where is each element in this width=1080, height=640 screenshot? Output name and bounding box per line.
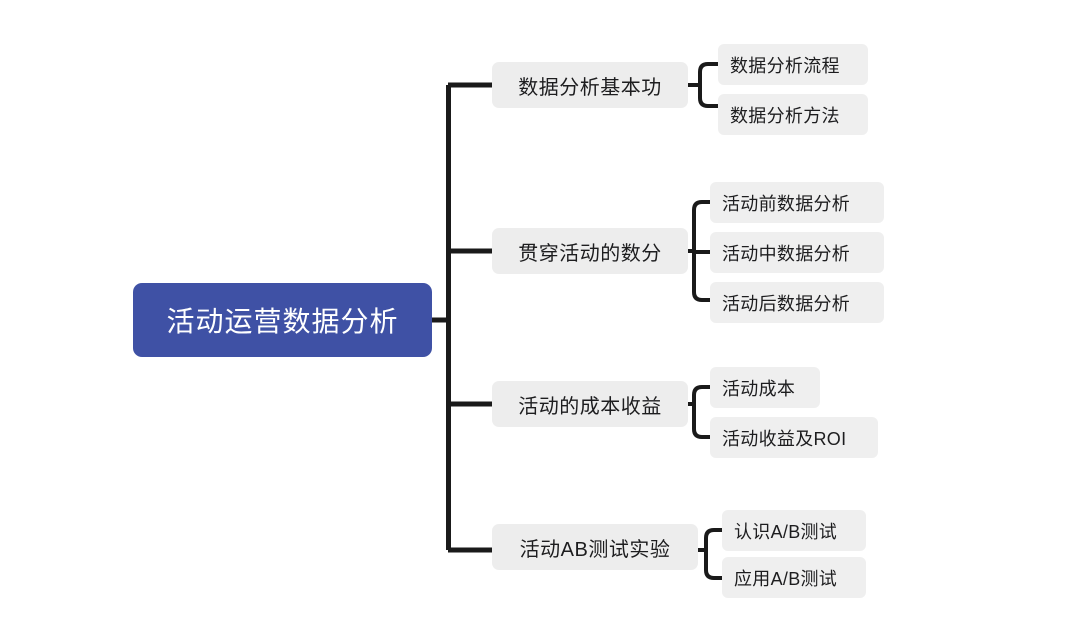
branch-node-2[interactable]: 贯穿活动的数分	[492, 228, 688, 274]
connector-b3-bracket	[692, 385, 712, 439]
leaf-node-3-1[interactable]: 活动收益及ROI	[710, 417, 878, 458]
leaf-node-2-1[interactable]: 活动中数据分析	[710, 232, 884, 273]
branch-node-4-label: 活动AB测试实验	[519, 538, 671, 561]
leaf-node-2-2-label: 活动后数据分析	[722, 293, 851, 314]
root-node-label: 活动运营数据分析	[166, 306, 399, 337]
leaf-node-1-1-label: 数据分析方法	[730, 105, 840, 126]
root-node[interactable]: 活动运营数据分析	[133, 283, 432, 357]
leaf-node-2-0-label: 活动前数据分析	[722, 193, 851, 214]
leaf-node-3-1-label: 活动收益及ROI	[722, 428, 847, 449]
leaf-node-4-1[interactable]: 应用A/B测试	[722, 557, 866, 598]
leaf-node-1-1[interactable]: 数据分析方法	[718, 94, 868, 135]
leaf-node-4-1-label: 应用A/B测试	[734, 568, 838, 589]
leaf-node-2-0[interactable]: 活动前数据分析	[710, 182, 884, 223]
leaf-node-1-0[interactable]: 数据分析流程	[718, 44, 868, 85]
connector-b1-bracket	[698, 62, 720, 108]
connector-b2-bracket	[692, 200, 712, 302]
leaf-node-4-0-label: 认识A/B测试	[734, 521, 838, 542]
leaf-node-2-2[interactable]: 活动后数据分析	[710, 282, 884, 323]
leaf-node-2-1-label: 活动中数据分析	[722, 243, 851, 264]
branch-node-2-label: 贯穿活动的数分	[518, 242, 662, 265]
branch-node-1[interactable]: 数据分析基本功	[492, 62, 688, 108]
branch-node-1-label: 数据分析基本功	[518, 76, 662, 99]
leaf-node-1-0-label: 数据分析流程	[730, 55, 840, 76]
leaf-node-3-0-label: 活动成本	[722, 378, 796, 399]
leaf-node-4-0[interactable]: 认识A/B测试	[722, 510, 866, 551]
connector-b4-bracket	[704, 528, 724, 580]
branch-node-3[interactable]: 活动的成本收益	[492, 381, 688, 427]
branch-node-3-label: 活动的成本收益	[518, 395, 662, 418]
branch-node-4[interactable]: 活动AB测试实验	[492, 524, 698, 570]
leaf-node-3-0[interactable]: 活动成本	[710, 367, 820, 408]
